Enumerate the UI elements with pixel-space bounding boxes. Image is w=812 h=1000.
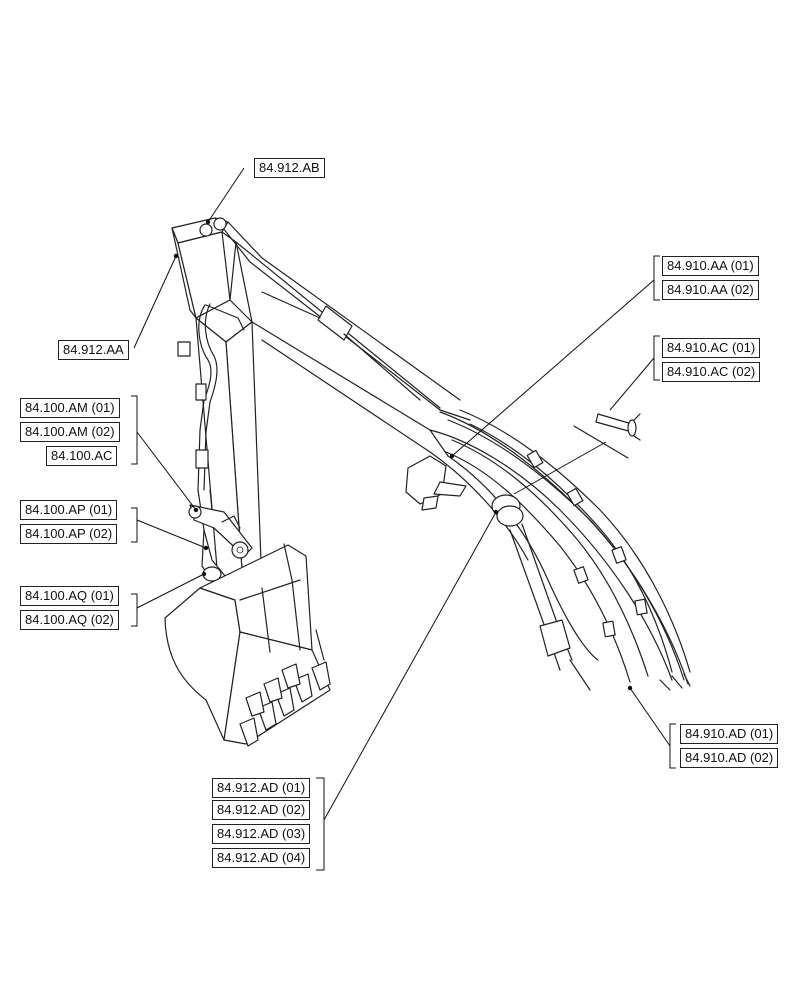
callout-84-912-ad-04[interactable]: 84.912.AD (04) xyxy=(212,848,311,868)
callout-84-100-ap-01[interactable]: 84.100.AP (01) xyxy=(20,500,118,520)
callout-84-100-aq-02[interactable]: 84.100.AQ (02) xyxy=(20,610,119,630)
callout-84-910-aa-01[interactable]: 84.910.AA (01) xyxy=(662,256,759,276)
bucket xyxy=(164,543,331,747)
pin-part xyxy=(573,413,641,459)
callout-84-910-ac-01[interactable]: 84.910.AC (01) xyxy=(662,338,761,358)
boom-and-hoses xyxy=(405,409,691,691)
callout-84-100-am-01[interactable]: 84.100.AM (01) xyxy=(20,398,120,418)
callout-84-100-am-02[interactable]: 84.100.AM (02) xyxy=(20,422,120,442)
callout-84-910-ad-01[interactable]: 84.910.AD (01) xyxy=(680,724,779,744)
callout-84-100-ap-02[interactable]: 84.100.AP (02) xyxy=(20,524,118,544)
callout-84-910-aa-02[interactable]: 84.910.AA (02) xyxy=(662,280,759,300)
callout-84-100-ac[interactable]: 84.100.AC xyxy=(46,446,118,466)
callout-84-912-ad-02[interactable]: 84.912.AD (02) xyxy=(212,800,311,820)
callout-84-910-ac-02[interactable]: 84.910.AC (02) xyxy=(662,362,761,382)
callout-84-100-aq-01[interactable]: 84.100.AQ (01) xyxy=(20,586,119,606)
callout-84-910-ad-02[interactable]: 84.910.AD (02) xyxy=(680,748,779,768)
callout-84-912-ab[interactable]: 84.912.AB xyxy=(254,158,325,178)
bucket-linkage xyxy=(188,504,253,589)
callout-84-912-aa[interactable]: 84.912.AA xyxy=(58,340,129,360)
callout-84-912-ad-03[interactable]: 84.912.AD (03) xyxy=(212,824,311,844)
leader-lines xyxy=(131,167,676,871)
arm-structure xyxy=(171,217,471,599)
callout-84-912-ad-01[interactable]: 84.912.AD (01) xyxy=(212,778,311,798)
boom-cylinder xyxy=(491,494,591,691)
